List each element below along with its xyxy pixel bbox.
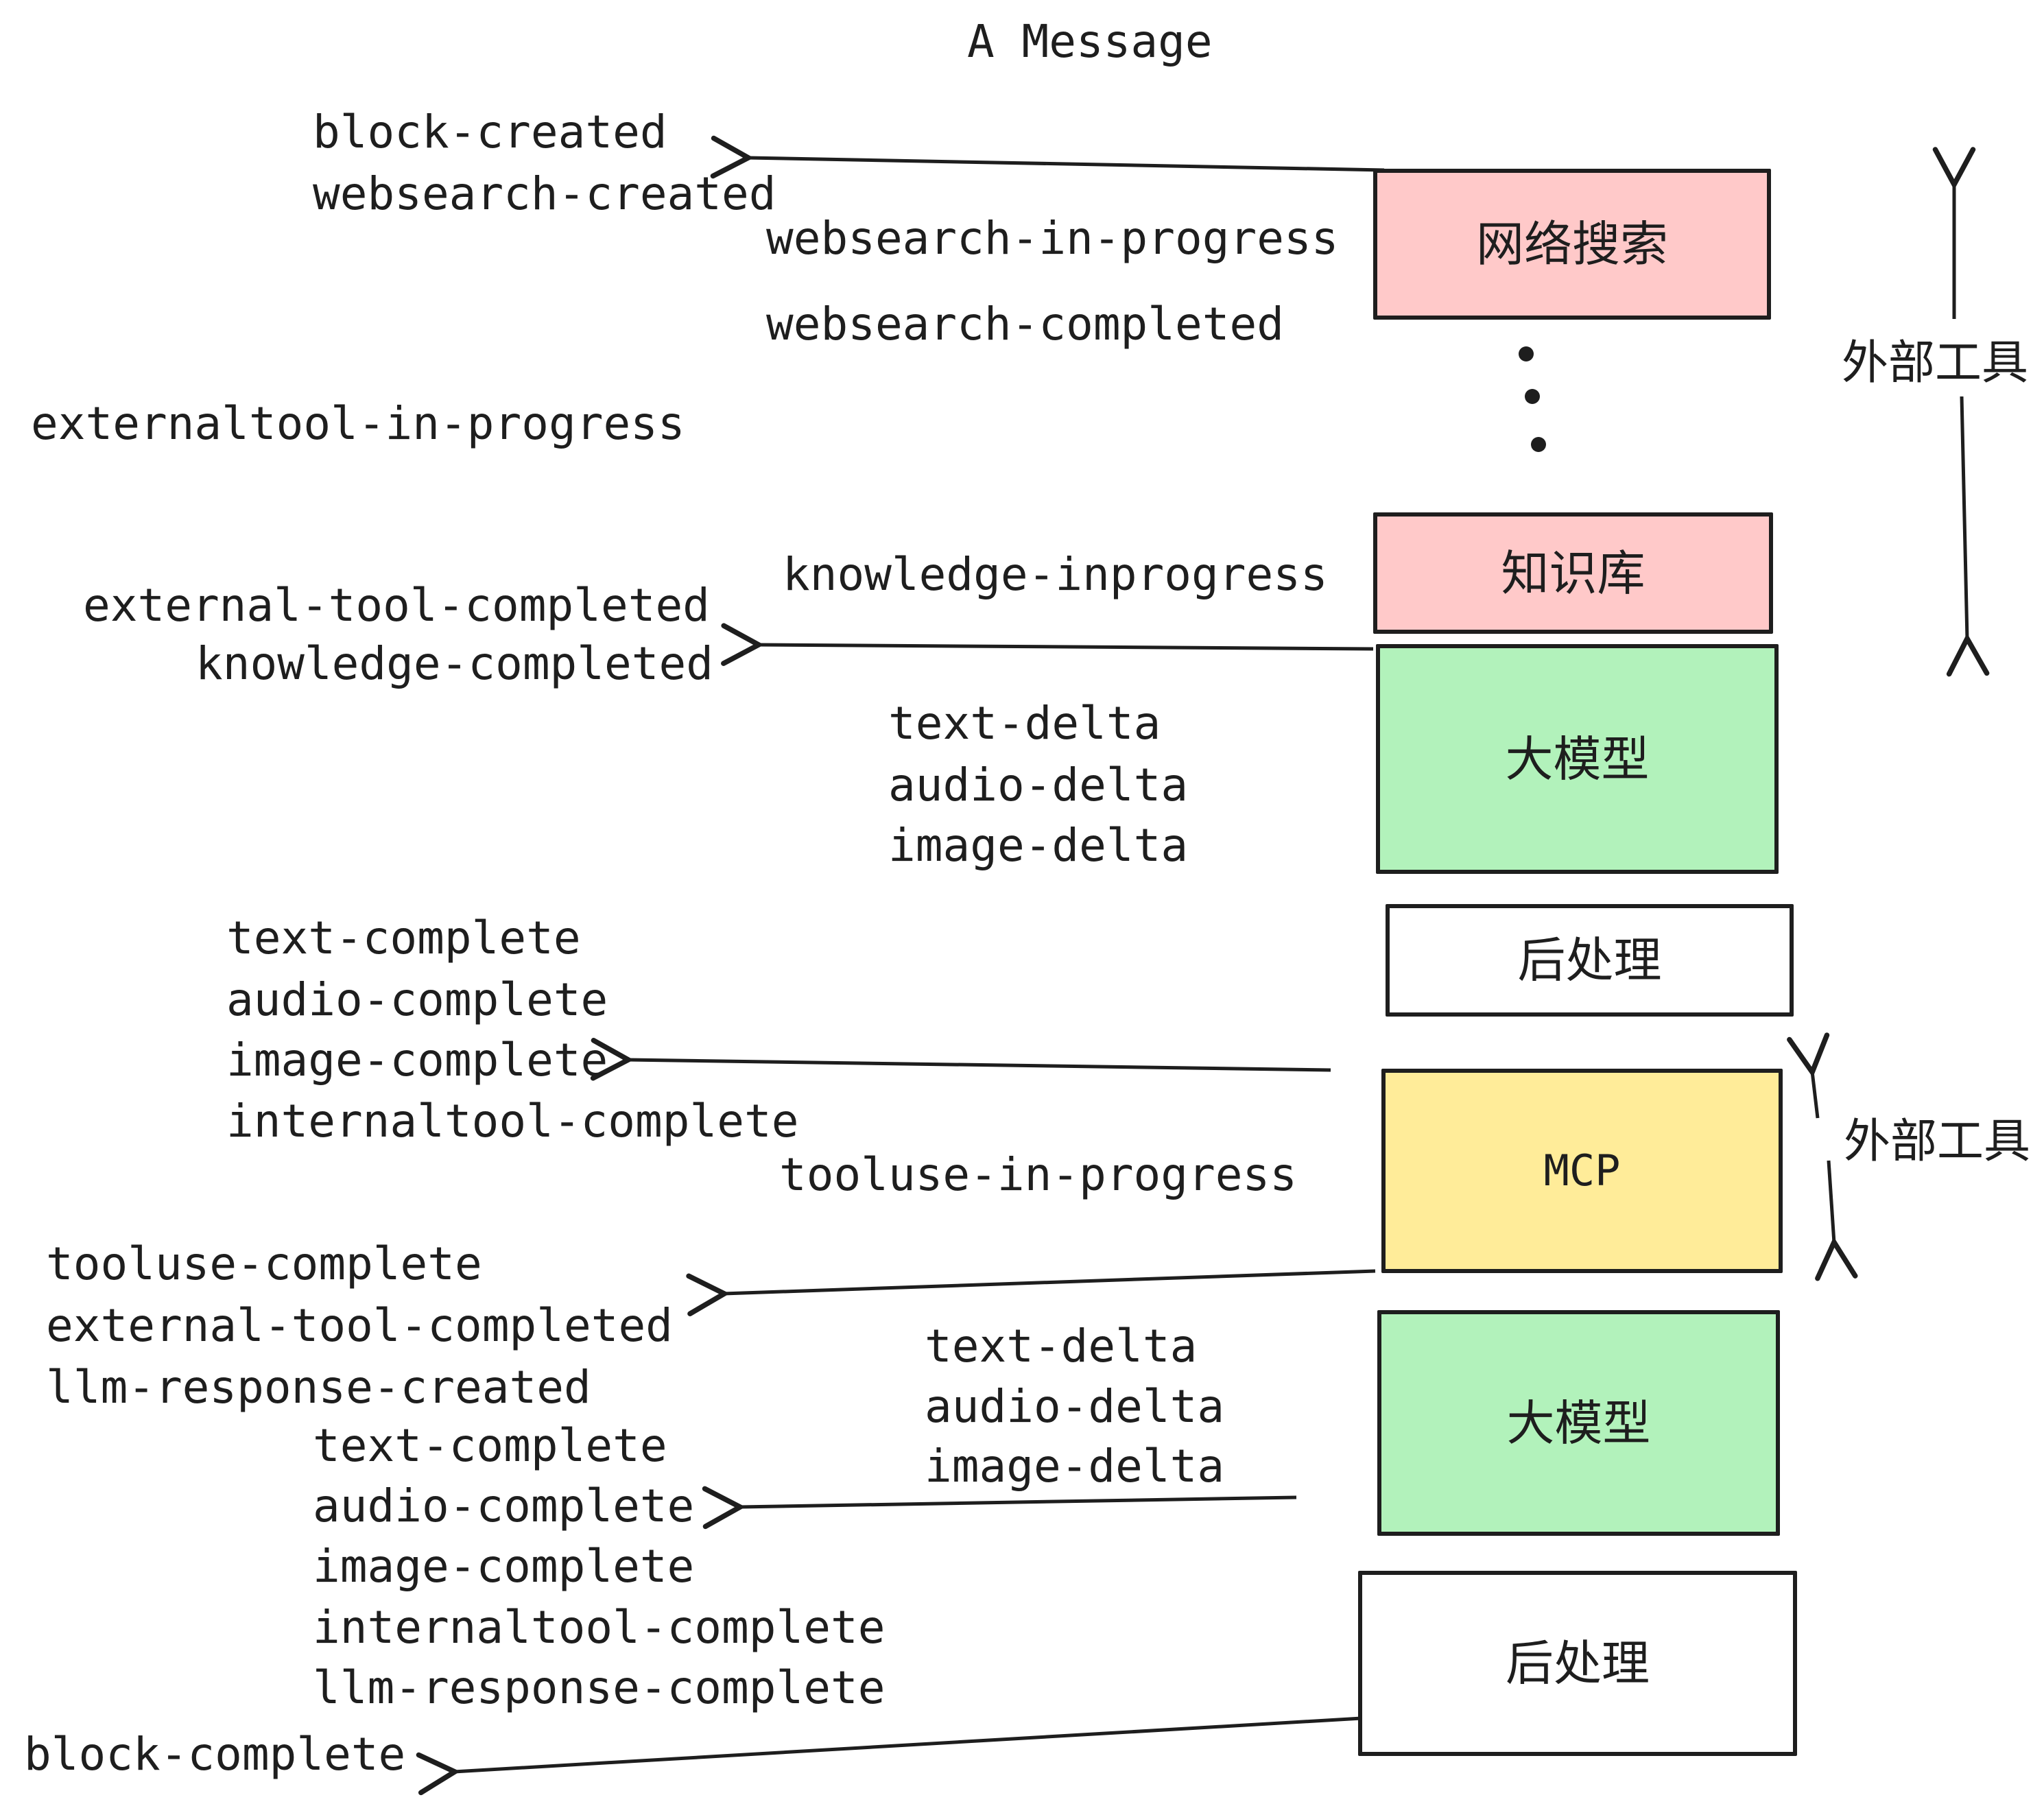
event-label-audio-delta-2: audio-delta bbox=[925, 1380, 1225, 1433]
event-label-audio-complete-1: audio-complete bbox=[226, 973, 608, 1026]
event-label-knowledge-completed: knowledge-completed bbox=[195, 637, 713, 690]
box-postprocess-1-label: 后处理 bbox=[1517, 934, 1662, 987]
event-label-audio-complete-2: audio-complete bbox=[313, 1480, 695, 1532]
event-label-block-complete: block-complete bbox=[24, 1728, 406, 1781]
event-label-text-delta-2: text-delta bbox=[925, 1320, 1198, 1373]
event-label-external-tool-completed-2: external-tool-completed bbox=[46, 1299, 673, 1352]
arrow-external-tools-down-2 bbox=[1815, 1160, 1858, 1281]
event-label-image-delta-2: image-delta bbox=[925, 1440, 1225, 1493]
arrow-knowledge-completed bbox=[721, 623, 1374, 666]
arrow-websearch-created bbox=[710, 135, 1385, 179]
event-label-image-delta-1: image-delta bbox=[888, 819, 1189, 872]
arrow-block-complete bbox=[416, 1716, 1362, 1796]
arrow-image-complete bbox=[590, 1038, 1331, 1081]
box-llm-2: 大模型 bbox=[1377, 1310, 1780, 1536]
box-llm-1-label: 大模型 bbox=[1505, 732, 1650, 786]
box-knowledge-base: 知识库 bbox=[1373, 512, 1773, 634]
event-label-websearch-created: websearch-created bbox=[313, 167, 776, 220]
arrow-audio-complete bbox=[702, 1486, 1297, 1530]
event-label-tooluse-complete: tooluse-complete bbox=[46, 1237, 482, 1290]
box-postprocess-1: 后处理 bbox=[1386, 904, 1794, 1017]
event-label-llm-response-complete: llm-response-complete bbox=[313, 1661, 886, 1714]
box-websearch: 网络搜索 bbox=[1373, 169, 1771, 320]
event-label-image-complete-2: image-complete bbox=[313, 1540, 695, 1593]
box-websearch-label: 网络搜索 bbox=[1476, 217, 1668, 271]
event-label-internaltool-complete-1: internaltool-complete bbox=[226, 1095, 799, 1148]
side-label-external-tools-1: 外部工具 bbox=[1842, 337, 2029, 389]
event-label-block-created: block-created bbox=[313, 106, 667, 158]
event-label-text-delta-1: text-delta bbox=[888, 697, 1161, 750]
box-llm-1: 大模型 bbox=[1376, 644, 1779, 874]
box-knowledge-base-label: 知识库 bbox=[1501, 546, 1645, 600]
box-llm-2-label: 大模型 bbox=[1506, 1396, 1651, 1450]
box-postprocess-2: 后处理 bbox=[1358, 1571, 1797, 1756]
event-label-websearch-completed: websearch-completed bbox=[766, 298, 1284, 351]
box-mcp-label: MCP bbox=[1543, 1146, 1621, 1196]
ellipsis-dots bbox=[1519, 346, 1546, 452]
event-label-text-complete-1: text-complete bbox=[226, 912, 581, 964]
arrow-external-tools-down-1 bbox=[1946, 396, 1990, 677]
event-label-websearch-in-progress: websearch-in-progress bbox=[766, 212, 1339, 265]
arrow-external-tools-up-2 bbox=[1787, 1032, 1830, 1119]
event-label-tooluse-in-progress: tooluse-in-progress bbox=[779, 1148, 1297, 1201]
event-label-internaltool-complete-2: internaltool-complete bbox=[313, 1601, 886, 1654]
diagram-title: A Message bbox=[967, 15, 1213, 68]
arrow-external-tool-completed bbox=[686, 1269, 1376, 1316]
event-label-external-tool-completed: external-tool-completed bbox=[83, 579, 710, 632]
event-label-externaltool-in-progress: externaltool-in-progress bbox=[31, 397, 685, 450]
side-label-external-tools-2: 外部工具 bbox=[1844, 1115, 2031, 1167]
event-label-text-complete-2: text-complete bbox=[313, 1419, 667, 1472]
event-label-knowledge-inprogress: knowledge-inprogress bbox=[783, 548, 1328, 601]
box-postprocess-2-label: 后处理 bbox=[1506, 1637, 1650, 1690]
event-label-image-complete-1: image-complete bbox=[226, 1034, 608, 1087]
event-label-audio-delta-1: audio-delta bbox=[888, 759, 1189, 811]
event-label-llm-response-created: llm-response-created bbox=[46, 1361, 591, 1414]
box-mcp: MCP bbox=[1381, 1069, 1783, 1273]
